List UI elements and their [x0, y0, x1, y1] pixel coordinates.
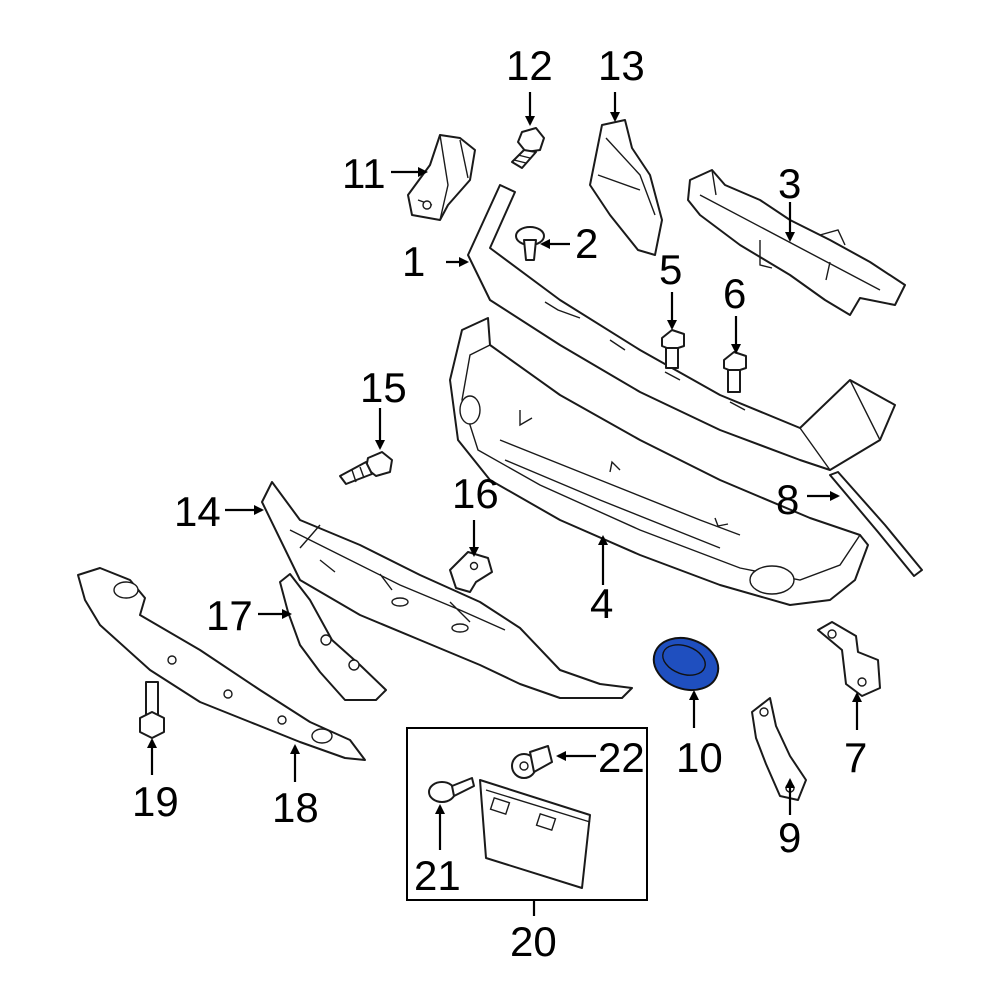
callout-13: 13	[598, 42, 645, 89]
callout-12: 12	[506, 42, 553, 89]
callout-14: 14	[174, 488, 221, 535]
part-15-bolt	[339, 451, 393, 485]
callout-labels: 1 2 3 4 5 6 7 8 9 10 11 12 13 14 15 16 1…	[132, 42, 867, 965]
callout-11: 11	[342, 150, 386, 197]
part-19-bolt	[139, 681, 165, 739]
callout-15: 15	[360, 364, 407, 411]
callout-6: 6	[723, 270, 746, 317]
callout-20: 20	[510, 918, 557, 965]
part-18-lower-reinforcement	[77, 567, 366, 761]
callout-2: 2	[575, 220, 598, 267]
part-20-group	[406, 727, 648, 901]
callout-9: 9	[778, 814, 801, 861]
callout-10: 10	[676, 734, 723, 781]
part-22-clip	[511, 745, 553, 779]
callout-22: 22	[598, 734, 645, 781]
callout-17: 17	[206, 592, 253, 639]
part-10-cap-highlighted	[652, 636, 720, 692]
callout-3: 3	[778, 160, 801, 207]
part-9-bracket	[751, 697, 807, 801]
callout-8: 8	[776, 476, 799, 523]
part-7-bracket	[817, 621, 881, 697]
part-11-bracket	[407, 134, 476, 221]
part-4-bumper	[449, 317, 869, 606]
callout-7: 7	[844, 734, 867, 781]
callout-19: 19	[132, 778, 179, 825]
leader-arrows	[147, 92, 862, 916]
part-1-upper-cover	[467, 184, 896, 471]
part-17-side-bracket	[279, 573, 387, 701]
part-13-side-bracket	[589, 119, 663, 256]
part-6-bolt	[723, 351, 747, 393]
part-2-clip	[515, 226, 545, 261]
callout-4: 4	[590, 580, 613, 627]
callout-5: 5	[659, 246, 682, 293]
part-16-bracket	[449, 551, 493, 593]
callout-1: 1	[402, 238, 425, 285]
part-8-molding	[829, 471, 923, 577]
callout-18: 18	[272, 784, 319, 831]
callout-16: 16	[452, 470, 499, 517]
part-5-bolt	[661, 329, 685, 369]
callout-21: 21	[414, 852, 461, 899]
part-14-absorber	[261, 481, 633, 699]
part-12-bolt	[511, 127, 545, 169]
part-21-screw	[428, 777, 475, 803]
part-3-reinforcement	[687, 169, 906, 316]
